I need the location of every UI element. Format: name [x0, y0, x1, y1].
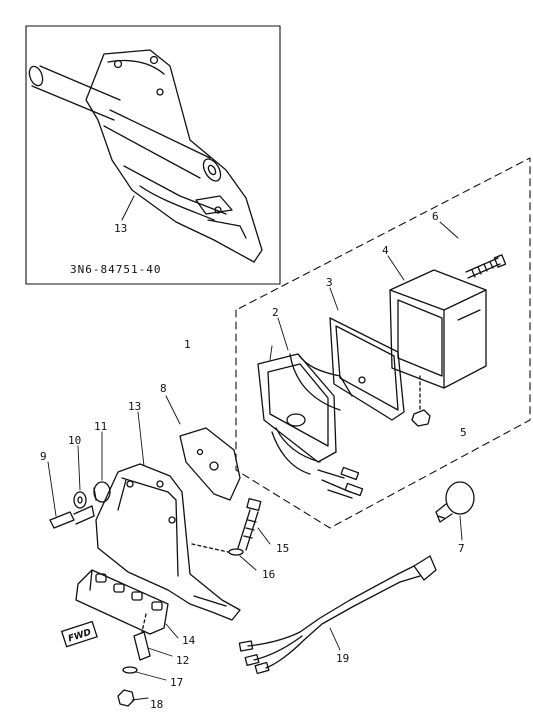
- callout-10: 10: [68, 434, 81, 447]
- inset-crossbar: [103, 109, 222, 182]
- callout-4: 4: [382, 244, 389, 257]
- callout-1: 1: [184, 338, 191, 351]
- inset-part-code: 3N6-84751-40: [70, 263, 161, 276]
- part-15-bolt: [237, 498, 262, 551]
- part-5-nut: [411, 375, 431, 427]
- part-2-housing: [257, 353, 353, 463]
- callout-7: 7: [458, 542, 465, 555]
- inset-leader: [121, 195, 135, 221]
- taillight-assembly-outline: [235, 157, 531, 529]
- socket-wires: [271, 427, 364, 499]
- front-direction-stamp: FWD: [60, 620, 98, 648]
- callout-17: 17: [170, 676, 183, 689]
- part-10-washer: [73, 491, 87, 509]
- inset-frame-tube: [28, 65, 121, 121]
- part-19-harness: [238, 555, 437, 675]
- callout-13: 13: [128, 400, 141, 413]
- callout-2: 2: [272, 306, 279, 319]
- inset-frame: [25, 25, 281, 285]
- callout-8: 8: [160, 382, 167, 395]
- part-17-washer: [122, 666, 138, 674]
- callout-6: 6: [432, 210, 439, 223]
- callout-14: 14: [182, 634, 196, 647]
- part-12-spacer: [133, 613, 151, 661]
- part-8-plate: [179, 427, 241, 501]
- part-11-collar: [93, 481, 111, 503]
- leader-lines: [47, 221, 463, 701]
- part-4-lens: [389, 269, 487, 389]
- inset-bracket: [85, 49, 263, 263]
- callout-16: 16: [262, 568, 275, 581]
- callout-12: 12: [176, 654, 189, 667]
- main-bracket: [95, 463, 241, 621]
- callout-11: 11: [94, 420, 107, 433]
- callout-18: 18: [150, 698, 163, 711]
- inset-detail: [25, 25, 281, 285]
- inset-callout-13: 13: [114, 222, 127, 235]
- part-9-bolt: [49, 505, 95, 529]
- part-14-rail: [75, 569, 169, 635]
- part-6-screw: [465, 254, 507, 279]
- part-18-nut: [117, 689, 135, 707]
- part-7-bulb: [435, 481, 475, 523]
- callout-5: 5: [460, 426, 467, 439]
- callout-3: 3: [326, 276, 333, 289]
- callout-19: 19: [336, 652, 349, 665]
- part-16-washer: [191, 543, 244, 556]
- callout-9: 9: [40, 450, 47, 463]
- callout-15: 15: [276, 542, 289, 555]
- part-3-gasket: [329, 317, 405, 421]
